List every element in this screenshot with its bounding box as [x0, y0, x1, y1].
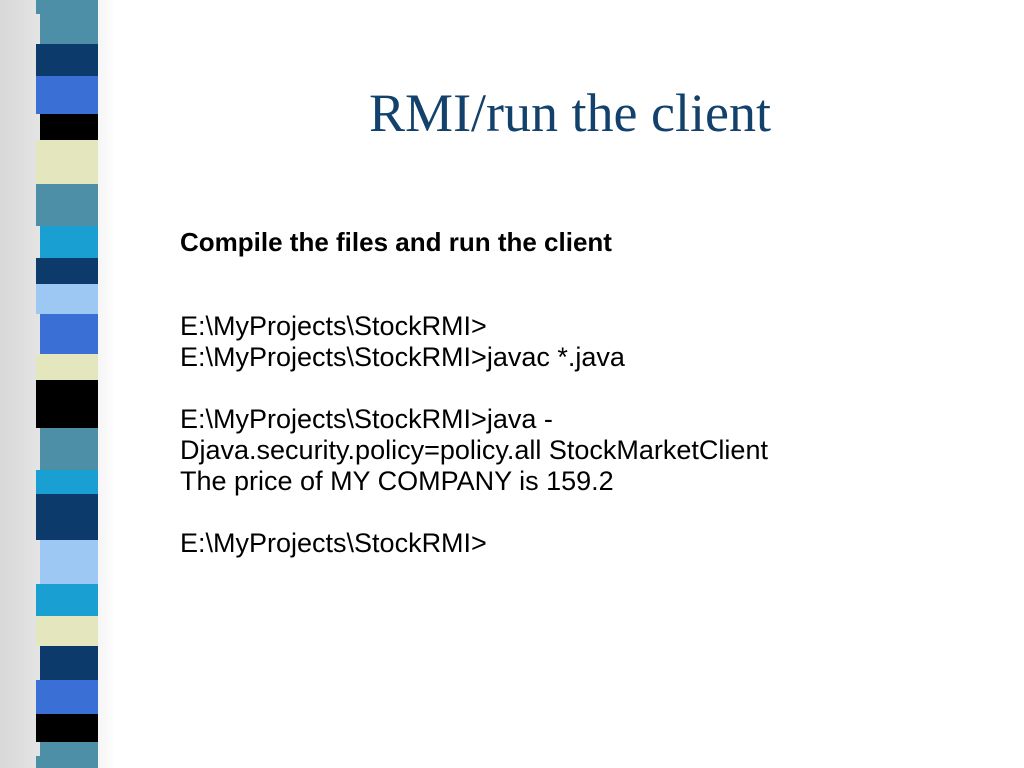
bar-segment: [40, 226, 98, 258]
bar-segment: [40, 14, 98, 44]
bar-segment: [36, 616, 98, 646]
bar-segment: [40, 428, 98, 470]
body-line: [180, 497, 768, 528]
bar-segment: [40, 742, 98, 756]
bar-segment: [36, 184, 98, 226]
body-line: E:\MyProjects\StockRMI>java -: [180, 404, 553, 434]
bar-segment: [36, 714, 98, 742]
body-line: The price of MY COMPANY is 159.2: [180, 466, 614, 496]
bar-segment: [36, 44, 98, 76]
bar-segment: [36, 380, 98, 428]
bar-segment: [36, 584, 98, 616]
slide-body: E:\MyProjects\StockRMI> E:\MyProjects\St…: [180, 311, 768, 559]
body-line: [180, 373, 768, 404]
bar-segment: [36, 0, 98, 14]
body-line: Djava.security.policy=policy.all StockMa…: [180, 435, 768, 465]
bar-segment: [36, 680, 98, 714]
bar-segment: [36, 354, 98, 380]
bar-segment: [40, 540, 98, 584]
bar-segment: [40, 114, 98, 140]
bar-segment: [36, 258, 98, 284]
body-line: E:\MyProjects\StockRMI>javac *.java: [180, 342, 625, 372]
bar-segment: [40, 646, 98, 680]
bar-segment: [36, 470, 98, 494]
bar-segment: [40, 314, 98, 354]
body-line: E:\MyProjects\StockRMI>: [180, 311, 487, 341]
bar-segment: [36, 284, 98, 314]
bar-segment: [36, 494, 98, 540]
decorative-left-bar: [36, 0, 98, 768]
slide-title: RMI/run the client: [369, 83, 771, 143]
bar-segment: [36, 756, 98, 768]
slide-subheading: Compile the files and run the client: [180, 227, 612, 257]
bar-segment: [36, 76, 98, 114]
body-line: E:\MyProjects\StockRMI>: [180, 528, 487, 558]
bar-segment: [36, 140, 98, 184]
